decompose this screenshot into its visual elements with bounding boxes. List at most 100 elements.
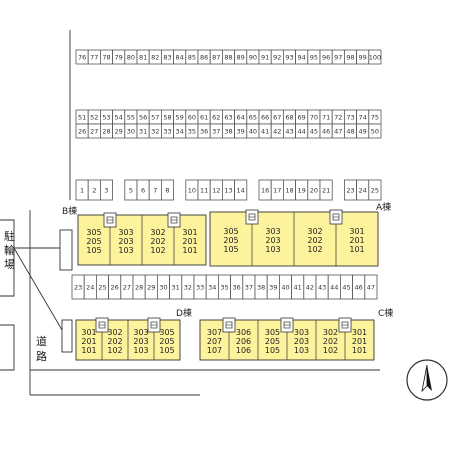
parking-space: 45 xyxy=(339,274,353,300)
left-edge-bracket-top xyxy=(0,219,15,297)
parking-number: 41 xyxy=(261,127,269,135)
parking-number: 94 xyxy=(298,53,306,61)
unit-number: 307 xyxy=(207,328,222,337)
parking-space: 87 xyxy=(209,49,223,65)
unit-number: 105 xyxy=(223,245,238,254)
parking-number: 14 xyxy=(237,186,245,194)
bicycle-parking-label: 駐 輪 場 xyxy=(4,229,15,271)
parking-number: 60 xyxy=(188,113,196,121)
parking-number: 59 xyxy=(176,113,184,121)
parking-number: 29 xyxy=(147,283,155,291)
unit-number: 202 xyxy=(107,337,122,346)
parking-space: 34 xyxy=(173,123,187,139)
unit-number: 105 xyxy=(86,246,101,255)
parking-space: 47 xyxy=(331,123,345,139)
parking-space: 28 xyxy=(132,274,146,300)
parking-space: 83 xyxy=(160,49,174,65)
unit-number: 102 xyxy=(323,346,338,355)
bicycle-parking-char-2: 輪 xyxy=(4,243,15,257)
parking-number: 41 xyxy=(294,283,302,291)
parking-number: 1 xyxy=(80,186,84,194)
parking-space: 2 xyxy=(87,179,101,201)
stair-icon xyxy=(222,317,236,333)
parking-number: 23 xyxy=(74,283,82,291)
unit-number: 205 xyxy=(223,236,238,245)
parking-space: 19 xyxy=(295,179,309,201)
parking-space: 25 xyxy=(96,274,110,300)
parking-number: 5 xyxy=(129,186,133,194)
parking-space: 45 xyxy=(307,123,321,139)
parking-space: 30 xyxy=(124,123,138,139)
north-arrow-icon xyxy=(406,359,448,401)
parking-number: 44 xyxy=(330,283,338,291)
parking-number: 58 xyxy=(163,113,171,121)
stair-icon xyxy=(245,209,259,225)
parking-space: 68 xyxy=(282,109,296,125)
parking-space: 63 xyxy=(221,109,235,125)
parking-space: 70 xyxy=(307,109,321,125)
parking-space: 8 xyxy=(160,179,174,201)
unit-number: 302 xyxy=(107,328,122,337)
parking-space: 92 xyxy=(270,49,284,65)
unit-number: 205 xyxy=(265,337,280,346)
parking-space: 61 xyxy=(197,109,211,125)
parking-number: 70 xyxy=(310,113,318,121)
parking-number: 37 xyxy=(212,127,220,135)
parking-number: 57 xyxy=(151,113,159,121)
unit-number: 102 xyxy=(150,246,165,255)
parking-number: 46 xyxy=(322,127,330,135)
parking-number: 26 xyxy=(78,127,86,135)
parking-number: 17 xyxy=(273,186,281,194)
parking-number: 25 xyxy=(98,283,106,291)
parking-number: 97 xyxy=(334,53,342,61)
parking-number: 6 xyxy=(141,186,145,194)
parking-space: 98 xyxy=(343,49,357,65)
parking-number: 71 xyxy=(322,113,330,121)
building-label: B棟 xyxy=(62,205,77,217)
parking-number: 20 xyxy=(310,186,318,194)
parking-space: 90 xyxy=(246,49,260,65)
parking-number: 30 xyxy=(127,127,135,135)
parking-number: 80 xyxy=(127,53,135,61)
parking-space: 79 xyxy=(112,49,126,65)
unit-number: 103 xyxy=(265,245,280,254)
parking-space: 24 xyxy=(83,274,97,300)
parking-number: 69 xyxy=(298,113,306,121)
parking-number: 40 xyxy=(249,127,257,135)
parking-number: 39 xyxy=(269,283,277,291)
parking-number: 86 xyxy=(200,53,208,61)
unit-number: 205 xyxy=(86,237,101,246)
parking-number: 91 xyxy=(261,53,269,61)
parking-space: 3 xyxy=(100,179,114,201)
parking-number: 95 xyxy=(310,53,318,61)
parking-number: 33 xyxy=(163,127,171,135)
unit-number: 203 xyxy=(265,236,280,245)
parking-number: 88 xyxy=(224,53,232,61)
parking-space: 26 xyxy=(75,123,89,139)
unit-number: 106 xyxy=(236,346,251,355)
unit-number: 303 xyxy=(294,328,309,337)
parking-space: 72 xyxy=(331,109,345,125)
unit-number: 301 xyxy=(349,227,364,236)
unit-number: 101 xyxy=(352,346,367,355)
parking-number: 39 xyxy=(237,127,245,135)
parking-number: 28 xyxy=(135,283,143,291)
unit-number: 301 xyxy=(182,228,197,237)
parking-space: 16 xyxy=(258,179,272,201)
parking-space: 41 xyxy=(258,123,272,139)
parking-space: 39 xyxy=(266,274,280,300)
parking-space: 77 xyxy=(87,49,101,65)
parking-space: 67 xyxy=(270,109,284,125)
unit-number: 207 xyxy=(207,337,222,346)
unit-number: 303 xyxy=(133,328,148,337)
parking-space: 40 xyxy=(246,123,260,139)
parking-number: 25 xyxy=(371,186,379,194)
parking-space: 100 xyxy=(368,49,382,65)
unit-number: 202 xyxy=(307,236,322,245)
stair-icon xyxy=(167,212,181,228)
parking-space: 33 xyxy=(160,123,174,139)
unit-number: 305 xyxy=(265,328,280,337)
building-label: D棟 xyxy=(176,307,192,319)
parking-space: 25 xyxy=(368,179,382,201)
parking-number: 12 xyxy=(212,186,220,194)
